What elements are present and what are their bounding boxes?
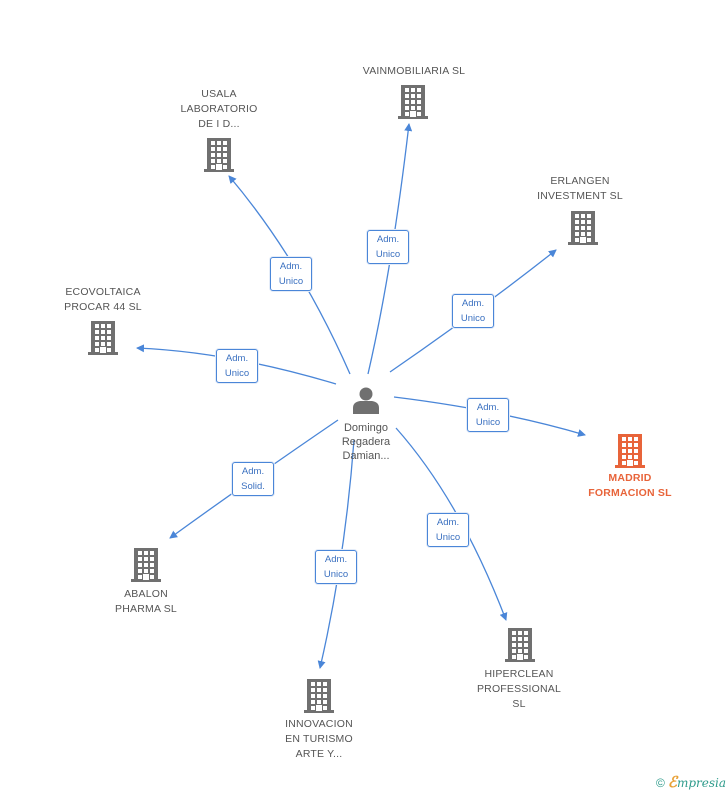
role-label-hiperclean: Adm. Unico: [427, 513, 469, 547]
person-icon[interactable]: [352, 386, 380, 419]
company-label-innovacion[interactable]: INNOVACION EN TURISMO ARTE Y...: [285, 718, 353, 760]
company-label-ecovoltaica[interactable]: ECOVOLTAICA PROCAR 44 SL: [64, 286, 142, 313]
building-icon[interactable]: [204, 138, 234, 177]
person-name[interactable]: Domingo Regadera Damian...: [341, 422, 391, 462]
company-label-vainmobiliaria[interactable]: VAINMOBILIARIA SL: [362, 65, 466, 77]
building-icon[interactable]: [131, 548, 161, 587]
company-label-usala[interactable]: USALA LABORATORIO DE I D...: [180, 88, 258, 130]
building-icon[interactable]: [398, 85, 428, 124]
building-icon[interactable]: [568, 211, 598, 250]
company-label-abalon[interactable]: ABALON PHARMA SL: [115, 588, 177, 615]
brand-name: mpresia: [676, 776, 726, 790]
company-label-madrid[interactable]: MADRID FORMACION SL: [588, 472, 672, 499]
role-label-ecovoltaica: Adm. Unico: [216, 349, 258, 383]
role-label-erlangen: Adm. Unico: [452, 294, 494, 328]
empresia-logo[interactable]: ©ℰmpresia: [656, 773, 726, 791]
role-label-vainmobiliaria: Adm. Unico: [367, 230, 409, 264]
company-label-hiperclean[interactable]: HIPERCLEAN PROFESSIONAL SL: [476, 668, 562, 710]
role-label-abalon: Adm. Solid.: [232, 462, 274, 496]
brand-initial: ℰ: [667, 773, 677, 791]
building-icon[interactable]: [88, 321, 118, 360]
role-label-madrid: Adm. Unico: [467, 398, 509, 432]
role-label-innovacion: Adm. Unico: [315, 550, 357, 584]
building-icon[interactable]: [615, 434, 645, 473]
copyright-symbol: ©: [656, 776, 665, 790]
building-icon[interactable]: [505, 628, 535, 667]
edge-hiperclean: [395, 427, 508, 621]
company-label-erlangen[interactable]: ERLANGEN INVESTMENT SL: [537, 175, 623, 202]
role-label-usala: Adm. Unico: [270, 257, 312, 291]
building-icon[interactable]: [304, 679, 334, 718]
